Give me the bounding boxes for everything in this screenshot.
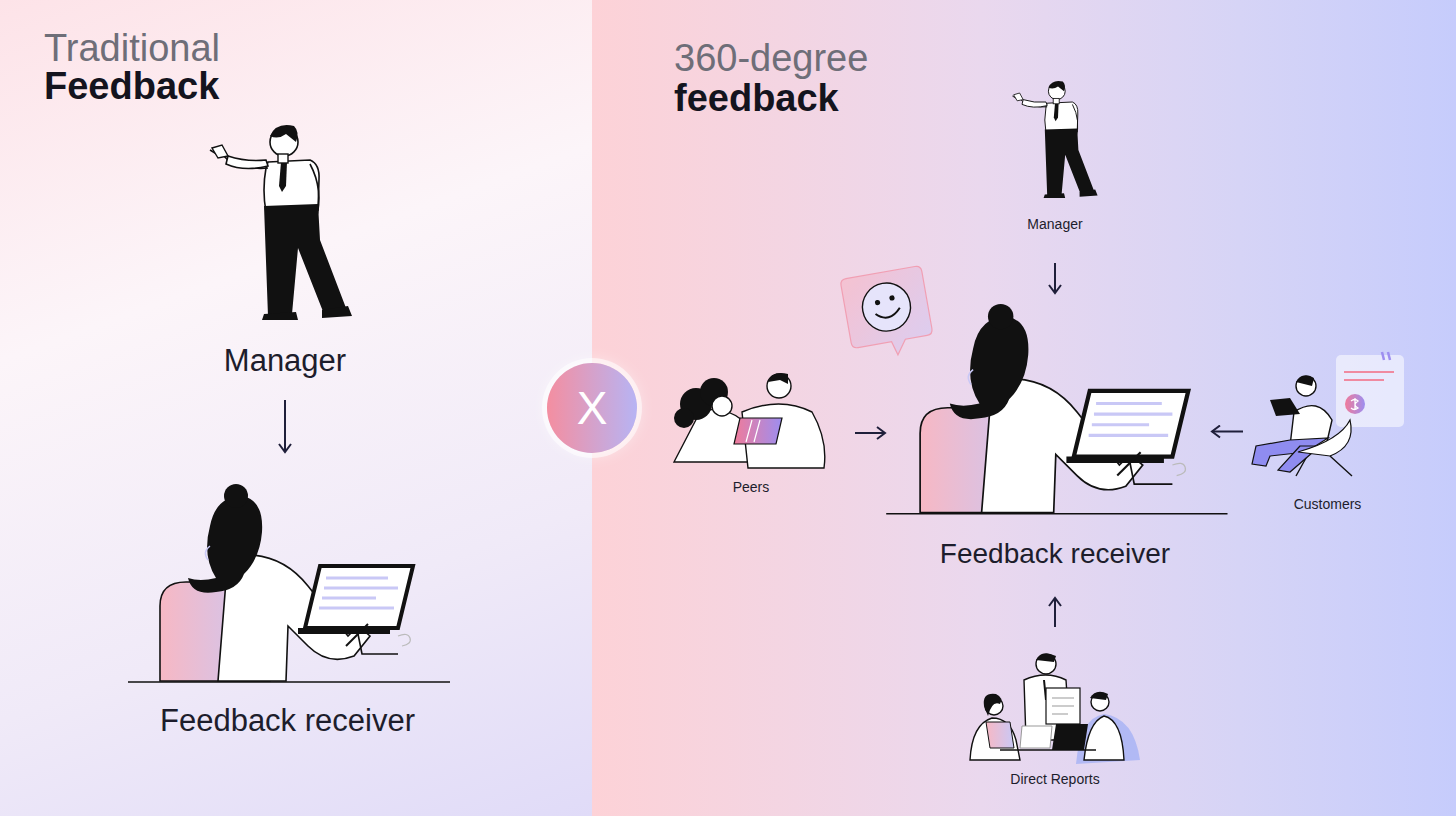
manager-node: Manager [1000,75,1110,235]
panel-heading: Feedback [44,66,219,108]
node-label: Direct Reports [1010,771,1099,787]
node-label: Customers [1294,496,1362,512]
smiley-bubble [840,265,935,362]
manager-figure [210,125,352,320]
feedback-arrow [1054,263,1056,293]
peers-node: Peers [670,368,832,498]
node-label: Manager [1027,216,1082,232]
panel-heading: feedback [674,78,839,120]
manager-node: Manager [205,120,365,385]
panel-heading: 360-degree [674,38,868,80]
node-label: Feedback receiver [160,703,415,739]
node-label: Manager [224,343,346,379]
receiver-figure [128,484,450,682]
feedback-arrow [284,400,286,452]
versus-circle: X [547,363,637,453]
panel-heading: Traditional [44,28,220,70]
versus-mark: X [577,382,608,435]
reports-node: Direct Reports [965,650,1145,790]
feedback-arrow [1054,598,1056,627]
customer-figure [1252,352,1404,476]
direct-reports-figure [970,654,1140,764]
receiver-node: Feedback receiver [125,485,450,745]
peers-figure [674,373,825,468]
node-label: Feedback receiver [940,538,1170,570]
node-label: Peers [733,479,770,495]
customers-node: Customers [1245,348,1410,515]
left-panel [0,0,592,816]
feedback-arrow [1212,431,1243,433]
receiver-node: Feedback receiver [910,300,1200,572]
feedback-arrow [855,432,885,434]
manager-figure [1012,81,1097,198]
receiver-figure [886,304,1227,514]
